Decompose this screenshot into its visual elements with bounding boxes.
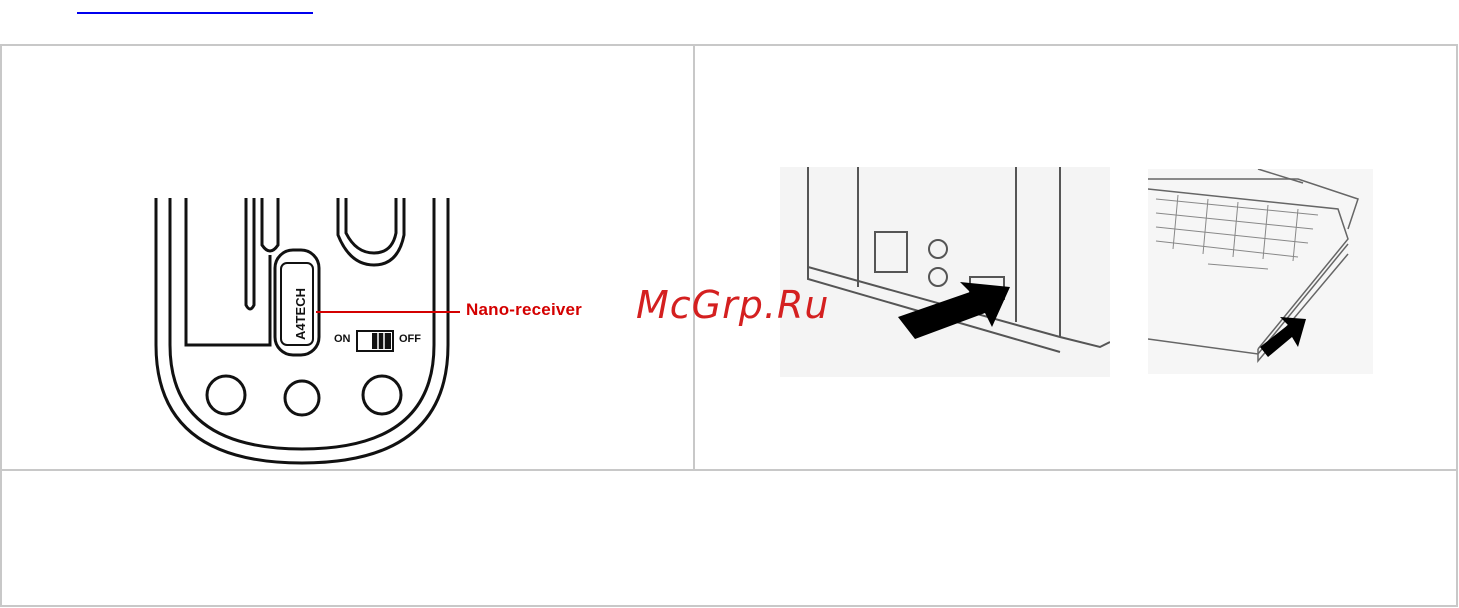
switch-off-label: OFF — [399, 333, 421, 345]
nano-receiver-label: Nano-receiver — [466, 300, 582, 320]
receiver-brand-text: A4TECH — [293, 288, 308, 340]
watermark-text: McGrp.Ru — [636, 283, 829, 327]
top-link[interactable] — [77, 0, 313, 14]
laptop-usb-port-illustration — [1148, 169, 1373, 374]
table-column-divider — [693, 44, 695, 471]
desktop-usb-port-illustration — [780, 167, 1110, 377]
switch-on-label: ON — [334, 333, 351, 345]
